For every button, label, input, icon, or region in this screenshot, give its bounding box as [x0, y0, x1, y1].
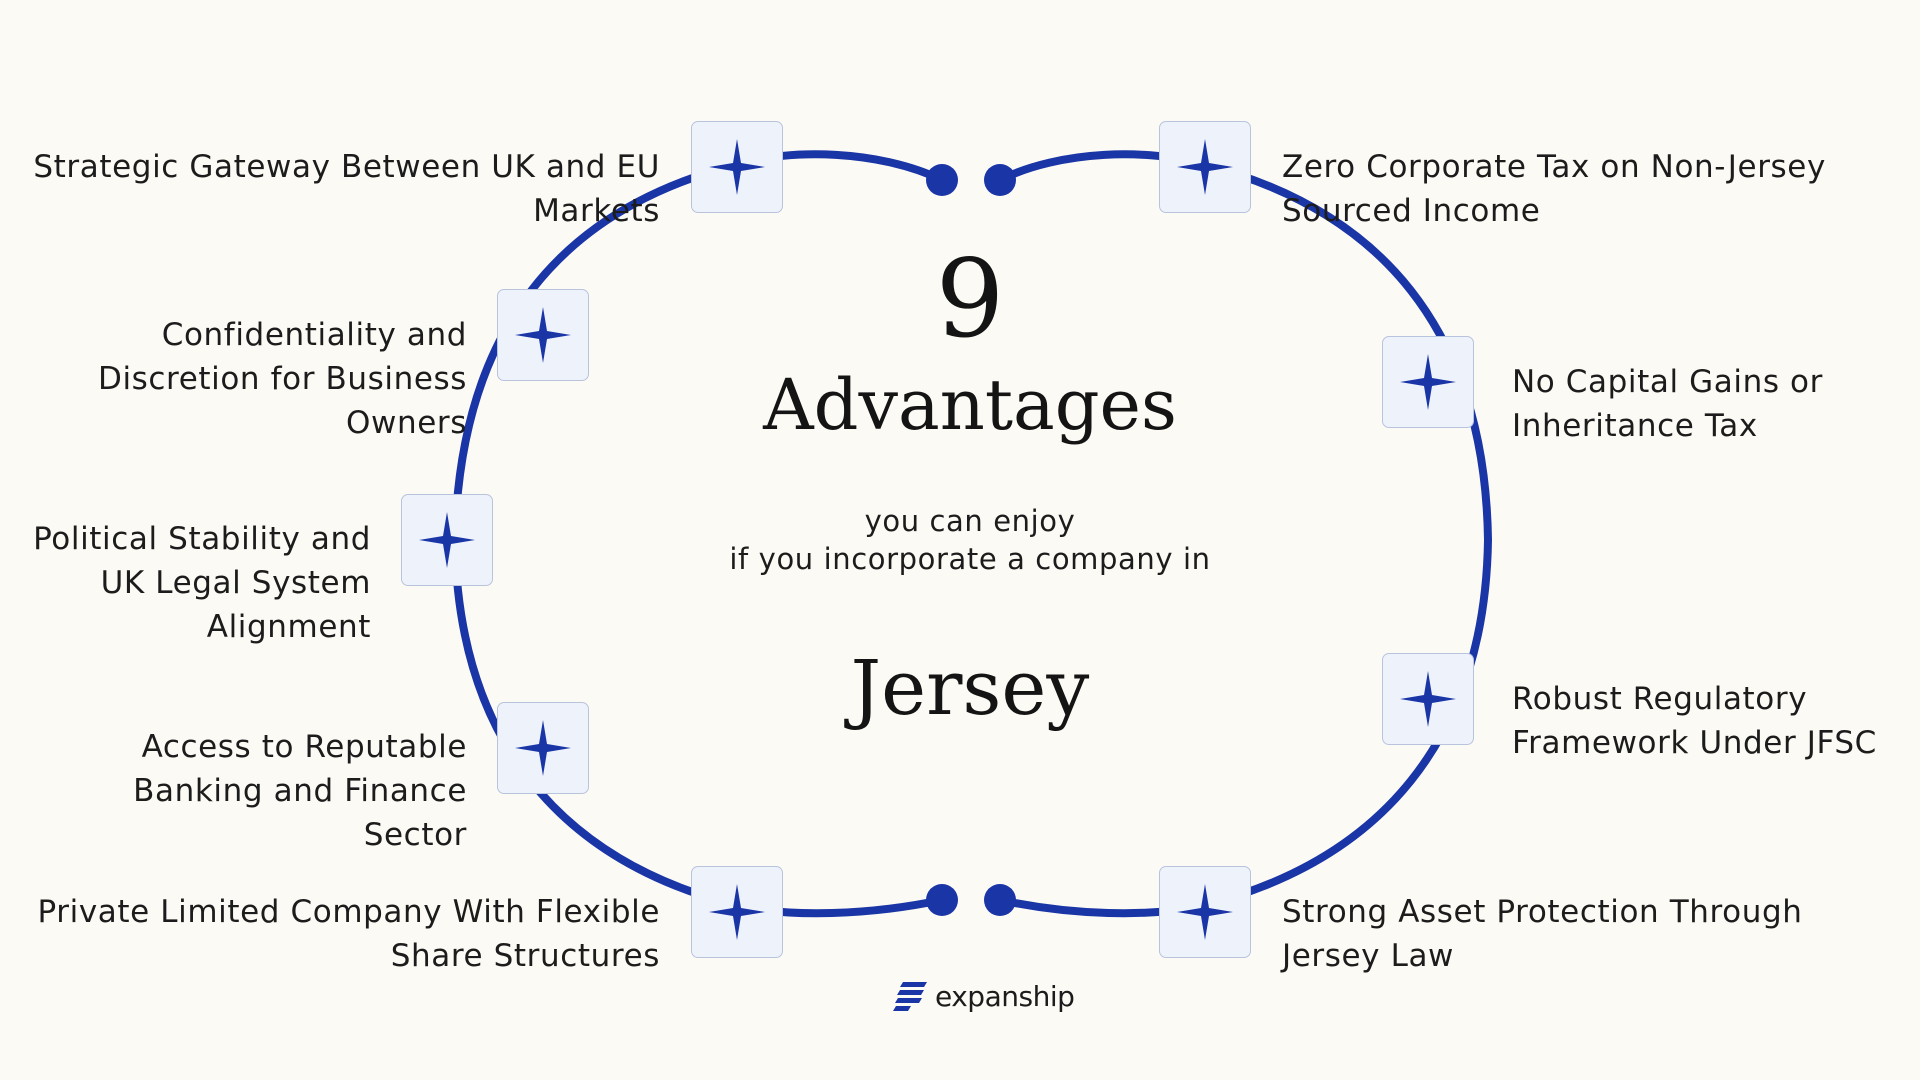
page-title: Advantages: [763, 364, 1177, 446]
four-point-star-icon: [709, 884, 765, 940]
advantage-label-strategic-gateway: Strategic Gateway Between UK and EU Mark…: [33, 149, 660, 229]
four-point-star-icon: [515, 720, 571, 776]
brand-logo: expanship: [893, 978, 1075, 1014]
badge-strategic-gateway: [691, 121, 783, 213]
badge-no-capital-gains: [1382, 336, 1474, 428]
badge-zero-corporate-tax: [1159, 121, 1251, 213]
badge-regulatory-framework: [1382, 653, 1474, 745]
four-point-star-icon: [1177, 884, 1233, 940]
four-point-star-icon: [1177, 139, 1233, 195]
advantage-label-no-capital-gains: No Capital Gains or Inheritance Tax: [1512, 364, 1823, 444]
advantage-label-asset-protection: Strong Asset Protection Through Jersey L…: [1282, 894, 1803, 974]
expanship-logo-icon: [893, 982, 927, 1011]
badge-banking-access: [497, 702, 589, 794]
badge-private-limited-company: [691, 866, 783, 958]
badge-confidentiality: [497, 289, 589, 381]
advantage-label-banking-access: Access to Reputable Banking and Finance …: [133, 729, 467, 853]
ring-dot-bottom-left: [926, 884, 958, 916]
advantage-label-private-limited-company: Private Limited Company With Flexible Sh…: [37, 894, 660, 974]
ring-dot-top-left: [926, 164, 958, 196]
advantage-label-zero-corporate-tax: Zero Corporate Tax on Non-Jersey Sourced…: [1282, 149, 1826, 229]
ring-dot-bottom-right: [984, 884, 1016, 916]
subtitle-line-1: you can enjoy: [864, 504, 1076, 538]
ring-dot-top-right: [984, 164, 1016, 196]
subtitle-line-2: if you incorporate a company in: [729, 542, 1211, 576]
four-point-star-icon: [709, 139, 765, 195]
advantage-label-confidentiality: Confidentiality and Discretion for Busin…: [97, 317, 467, 441]
badge-political-stability: [401, 494, 493, 586]
place-name: Jersey: [850, 643, 1090, 732]
four-point-star-icon: [1400, 671, 1456, 727]
advantage-label-political-stability: Political Stability and UK Legal System …: [33, 521, 371, 645]
brand-name: expanship: [935, 979, 1075, 1013]
advantage-label-regulatory-framework: Robust Regulatory Framework Under JFSC: [1512, 681, 1877, 761]
four-point-star-icon: [1400, 354, 1456, 410]
four-point-star-icon: [419, 512, 475, 568]
badge-asset-protection: [1159, 866, 1251, 958]
four-point-star-icon: [515, 307, 571, 363]
advantage-count: 9: [935, 237, 1005, 362]
